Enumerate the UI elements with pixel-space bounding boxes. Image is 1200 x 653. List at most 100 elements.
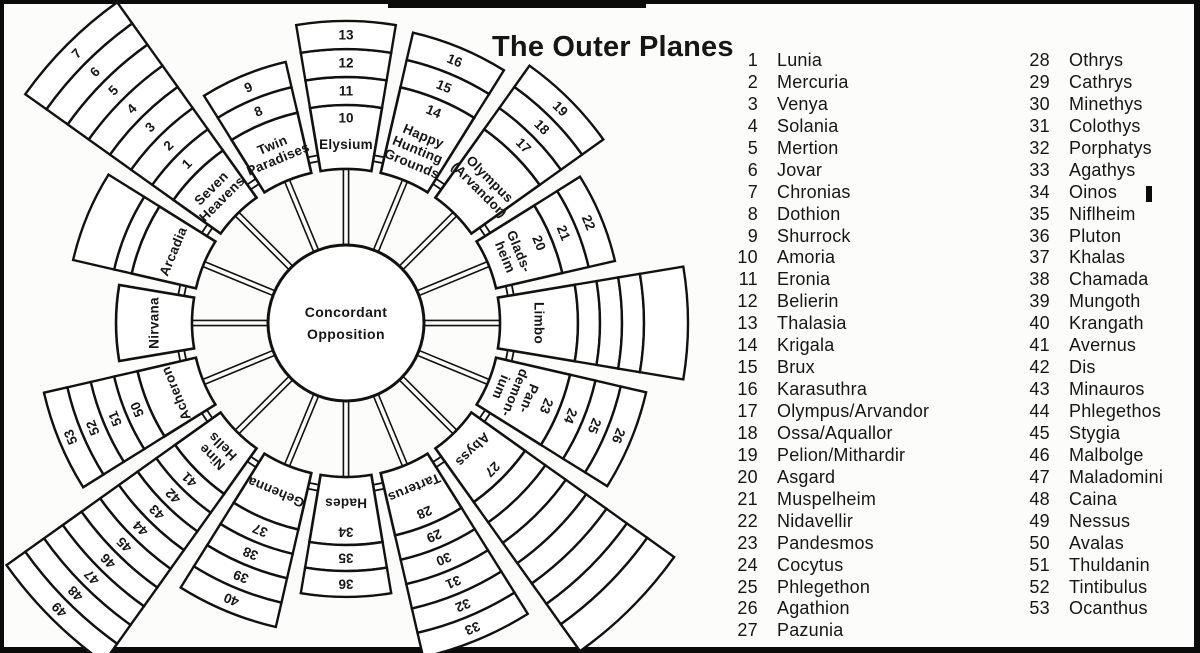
- wedge-first-layer-number: 20: [529, 233, 549, 253]
- legend-row-name: Minauros: [1069, 379, 1145, 400]
- frame-top-heavy-patch: [388, 0, 646, 8]
- frame-left: [0, 0, 4, 653]
- legend-row-number: 35: [1029, 203, 1050, 224]
- legend-row-number: 33: [1029, 159, 1050, 180]
- layer-number: 21: [554, 223, 574, 243]
- layer-segment: [405, 31, 506, 96]
- layer-segment: [294, 19, 398, 55]
- layer-number: 39: [231, 567, 251, 587]
- hub-label: Concordant: [305, 304, 388, 320]
- legend-row-name: Mertion: [777, 137, 839, 158]
- legend-row-name: Ocanthus: [1069, 598, 1148, 619]
- layer-number: 35: [338, 551, 354, 566]
- legend-row-number: 27: [737, 620, 758, 641]
- wedge-arcadia: Arcadia: [71, 172, 218, 290]
- wedge-name: Nirvana: [147, 297, 162, 349]
- legend-row-number: 39: [1029, 291, 1050, 312]
- layer-segment: [4, 550, 119, 653]
- legend-row-number: 50: [1029, 532, 1050, 553]
- layer-number: 24: [561, 406, 581, 426]
- layer-number: 53: [61, 427, 81, 447]
- layer-number: 50: [127, 400, 147, 420]
- legend-row-number: 41: [1029, 335, 1050, 356]
- legend-row-name: Oinos: [1069, 181, 1118, 202]
- legend-row-name: Venya: [777, 93, 829, 114]
- legend-row-number: 3: [747, 93, 758, 114]
- layer-number: 52: [83, 418, 103, 438]
- legend-row-number: 36: [1029, 225, 1050, 246]
- frame-bottom: [0, 647, 1200, 653]
- legend-row-number: 34: [1029, 181, 1050, 202]
- legend-row-name: Chronias: [777, 181, 851, 202]
- legend-row-name: Pandesmos: [777, 532, 874, 553]
- spoke-nirvana: [190, 319, 270, 327]
- legend-row-name: Malbolge: [1069, 444, 1144, 465]
- spoke-pandemonium: [414, 348, 492, 386]
- legend-row-number: 48: [1029, 488, 1050, 509]
- layer-number: 16: [445, 51, 465, 71]
- legend-row-number: 51: [1029, 554, 1050, 575]
- legend-row-number: 17: [737, 401, 758, 421]
- layer-segment: [416, 590, 530, 653]
- legend-row-number: 6: [747, 159, 758, 180]
- layer-segment: [179, 564, 283, 629]
- legend-row-name: Karasuthra: [777, 379, 868, 400]
- legend-row-name: Mercuria: [777, 71, 849, 92]
- layer-segment-unnumbered: [573, 279, 602, 367]
- layer-segment: [202, 60, 293, 120]
- legend-row-name: Porphatys: [1069, 137, 1152, 158]
- legend-row-name: Amoria: [777, 247, 836, 268]
- legend-row-name: Mungoth: [1069, 291, 1141, 312]
- legend-row-number: 44: [1029, 401, 1050, 421]
- legend-row-name: Agathys: [1069, 159, 1136, 180]
- legend-row-name: Krigala: [777, 335, 835, 356]
- legend-row-name: Muspelheim: [777, 488, 877, 509]
- legend-row-number: 12: [737, 291, 758, 312]
- layer-segment: [583, 385, 648, 488]
- legend-row: 34 Oinos: [1022, 182, 1163, 204]
- legend-row-number: 1: [747, 50, 758, 70]
- spoke-nine-hells: [233, 374, 295, 436]
- wedge-nirvana: Nirvana: [114, 283, 196, 363]
- legend-row-name: Pelion/Mithardir: [777, 444, 906, 465]
- layer-number: 26: [609, 426, 629, 446]
- legend-row-name: Chamada: [1069, 269, 1149, 290]
- wedge-first-layer-number: 28: [414, 503, 434, 523]
- layer-number: 25: [585, 416, 605, 436]
- wedge-limbo: Limbo: [496, 265, 690, 381]
- layer-number: 11: [339, 84, 354, 99]
- spoke-arcadia: [200, 260, 278, 298]
- legend-row-number: 45: [1029, 422, 1050, 443]
- layer-number: 51: [105, 408, 125, 428]
- legend-row: 3 Venya: [730, 94, 929, 116]
- legend-row-name: Maladomini: [1069, 466, 1164, 487]
- wedge-first-layer-number: 23: [536, 396, 556, 416]
- layer-number: 22: [579, 213, 599, 233]
